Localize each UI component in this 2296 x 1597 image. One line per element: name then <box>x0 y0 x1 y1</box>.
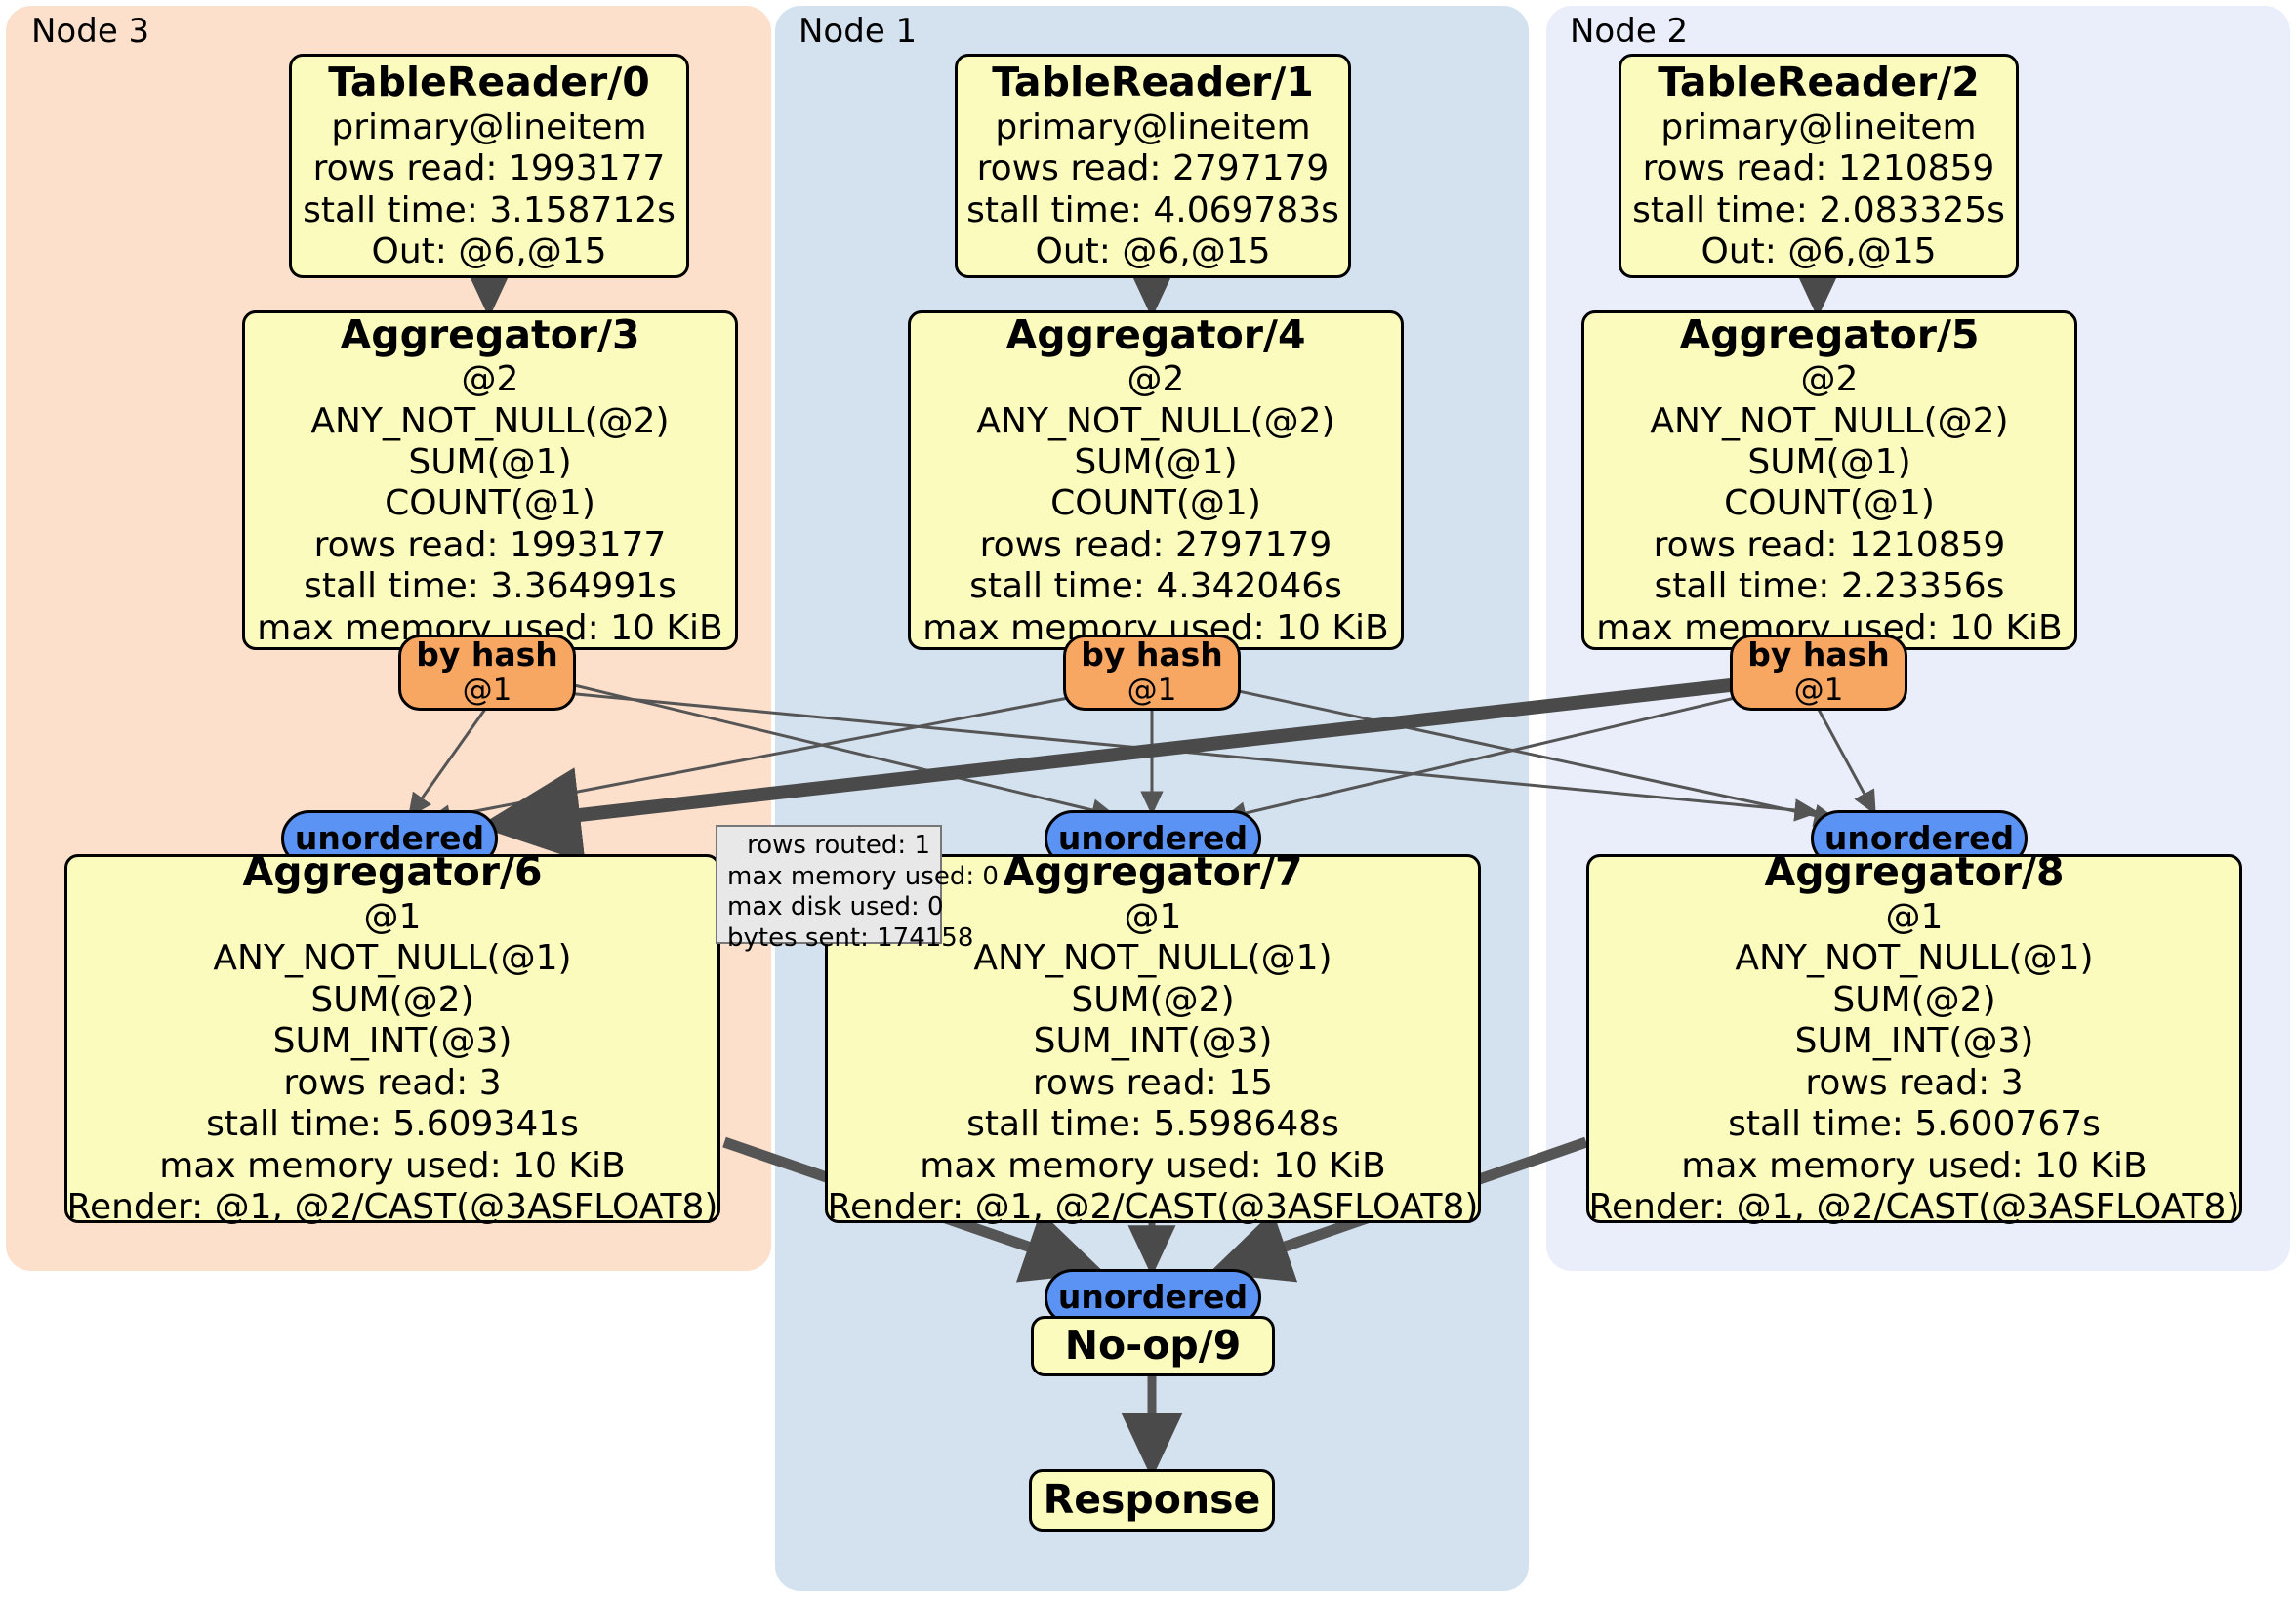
node-line: stall time: 4.342046s <box>969 566 1342 607</box>
stat-max-disk-used: max disk used: 0 <box>727 892 944 922</box>
node-title: Aggregator/5 <box>1679 310 1980 358</box>
node-line: @1 <box>1124 896 1182 937</box>
node-table-reader-0[interactable]: TableReader/0 primary@lineitem rows read… <box>289 54 689 278</box>
node-line: SUM(@1) <box>1747 441 1911 482</box>
router-column: @1 <box>1793 673 1844 709</box>
node-line: Out: @6,@15 <box>1701 231 1937 272</box>
input-label: unordered <box>294 818 485 857</box>
node-title: Aggregator/3 <box>340 310 640 358</box>
node-line: COUNT(@1) <box>1050 483 1261 524</box>
router-title: by hash <box>1081 635 1223 675</box>
node-line: rows read: 1210859 <box>1653 524 2006 565</box>
node-line: SUM(@2) <box>1071 979 1235 1020</box>
node-line: Out: @6,@15 <box>1035 231 1271 272</box>
node-line: rows read: 1993177 <box>313 524 667 565</box>
node-aggregator-8[interactable]: Aggregator/8 @1 ANY_NOT_NULL(@1) SUM(@2)… <box>1586 848 2242 1227</box>
node-line: SUM(@2) <box>310 979 474 1020</box>
node-title: TableReader/0 <box>328 59 650 106</box>
cluster-label-node-1: Node 1 <box>799 12 918 51</box>
node-line: stall time: 2.083325s <box>1632 189 2005 230</box>
router-by-hash-right[interactable]: by hash @1 <box>1730 635 1907 711</box>
node-line: @2 <box>1800 359 1859 400</box>
stat-bytes-sent: bytes sent: 174158 <box>727 923 974 954</box>
node-aggregator-3[interactable]: Aggregator/3 @2 ANY_NOT_NULL(@2) SUM(@1)… <box>242 310 738 650</box>
node-line: ANY_NOT_NULL(@2) <box>1650 400 2009 441</box>
node-line: rows read: 1210859 <box>1642 148 1995 189</box>
node-line: COUNT(@1) <box>385 483 595 524</box>
node-line: stall time: 5.609341s <box>206 1104 579 1145</box>
node-title: Aggregator/6 <box>242 848 543 896</box>
node-title: Aggregator/4 <box>1005 310 1306 358</box>
node-title: Aggregator/7 <box>1003 848 1303 896</box>
node-line: SUM_INT(@3) <box>1033 1021 1273 1062</box>
node-line: Render: @1, @2/CAST(@3ASFLOAT8) <box>1588 1187 2240 1228</box>
node-line: stall time: 4.069783s <box>966 189 1339 230</box>
node-line: rows read: 1993177 <box>312 148 666 189</box>
node-line: max memory used: 10 KiB <box>1681 1145 2148 1186</box>
node-line: @1 <box>363 896 422 937</box>
node-response[interactable]: Response <box>1029 1469 1275 1532</box>
node-line: rows read: 3 <box>1805 1062 2024 1103</box>
node-line: ANY_NOT_NULL(@1) <box>213 938 572 979</box>
node-line: ANY_NOT_NULL(@1) <box>1735 938 2094 979</box>
node-line: rows read: 2797179 <box>976 148 1330 189</box>
node-line: ANY_NOT_NULL(@2) <box>310 400 670 441</box>
node-title: No-op/9 <box>1064 1322 1242 1370</box>
node-line: @2 <box>1127 359 1185 400</box>
node-line: primary@lineitem <box>995 106 1311 147</box>
node-line: stall time: 3.364991s <box>304 566 676 607</box>
router-by-hash-left[interactable]: by hash @1 <box>398 635 576 711</box>
node-line: stall time: 3.158712s <box>303 189 676 230</box>
input-label: unordered <box>1057 818 1249 857</box>
node-line: stall time: 2.23356s <box>1654 566 2005 607</box>
stat-max-memory-used: max memory used: 0 <box>727 861 999 891</box>
node-table-reader-1[interactable]: TableReader/1 primary@lineitem rows read… <box>955 54 1351 278</box>
node-line: COUNT(@1) <box>1724 483 1935 524</box>
node-line: Render: @1, @2/CAST(@3ASFLOAT8) <box>827 1187 1479 1228</box>
node-line: @2 <box>461 359 519 400</box>
cluster-label-node-2: Node 2 <box>1570 12 1689 51</box>
node-aggregator-5[interactable]: Aggregator/5 @2 ANY_NOT_NULL(@2) SUM(@1)… <box>1581 310 2077 650</box>
input-label: unordered <box>1824 818 2015 857</box>
node-table-reader-2[interactable]: TableReader/2 primary@lineitem rows read… <box>1619 54 2019 278</box>
node-title: TableReader/2 <box>1658 59 1980 106</box>
node-line: Out: @6,@15 <box>371 231 607 272</box>
router-column: @1 <box>1127 673 1177 709</box>
node-line: Render: @1, @2/CAST(@3ASFLOAT8) <box>66 1187 718 1228</box>
node-line: ANY_NOT_NULL(@1) <box>973 938 1332 979</box>
stat-rows-routed: rows routed: 1 <box>747 831 930 860</box>
node-line: rows read: 2797179 <box>979 524 1332 565</box>
node-no-op-9[interactable]: No-op/9 <box>1031 1316 1275 1376</box>
node-line: max memory used: 10 KiB <box>159 1145 626 1186</box>
router-title: by hash <box>1747 635 1890 675</box>
node-title: Response <box>1043 1476 1261 1524</box>
node-line: stall time: 5.598648s <box>966 1104 1339 1145</box>
input-label: unordered <box>1057 1277 1249 1316</box>
stream-stats-tooltip: rows routed: 1 max memory used: 0 max di… <box>716 825 999 953</box>
node-line: primary@lineitem <box>331 106 647 147</box>
node-line: SUM(@1) <box>408 441 572 482</box>
node-line: stall time: 5.600767s <box>1728 1104 2101 1145</box>
router-by-hash-mid[interactable]: by hash @1 <box>1063 635 1241 711</box>
router-column: @1 <box>462 673 512 709</box>
router-title: by hash <box>416 635 558 675</box>
node-line: SUM_INT(@3) <box>272 1021 512 1062</box>
node-line: rows read: 3 <box>283 1062 502 1103</box>
node-aggregator-4[interactable]: Aggregator/4 @2 ANY_NOT_NULL(@2) SUM(@1)… <box>908 310 1404 650</box>
node-title: Aggregator/8 <box>1764 848 2065 896</box>
node-line: max memory used: 10 KiB <box>920 1145 1386 1186</box>
node-line: ANY_NOT_NULL(@2) <box>976 400 1335 441</box>
node-line: SUM(@1) <box>1074 441 1238 482</box>
node-aggregator-6[interactable]: Aggregator/6 @1 ANY_NOT_NULL(@1) SUM(@2)… <box>64 848 720 1227</box>
node-line: SUM(@2) <box>1832 979 1996 1020</box>
node-line: rows read: 15 <box>1032 1062 1274 1103</box>
cluster-label-node-3: Node 3 <box>31 12 150 51</box>
node-line: primary@lineitem <box>1660 106 1977 147</box>
node-title: TableReader/1 <box>992 59 1314 106</box>
node-line: @1 <box>1885 896 1944 937</box>
node-line: SUM_INT(@3) <box>1794 1021 2034 1062</box>
